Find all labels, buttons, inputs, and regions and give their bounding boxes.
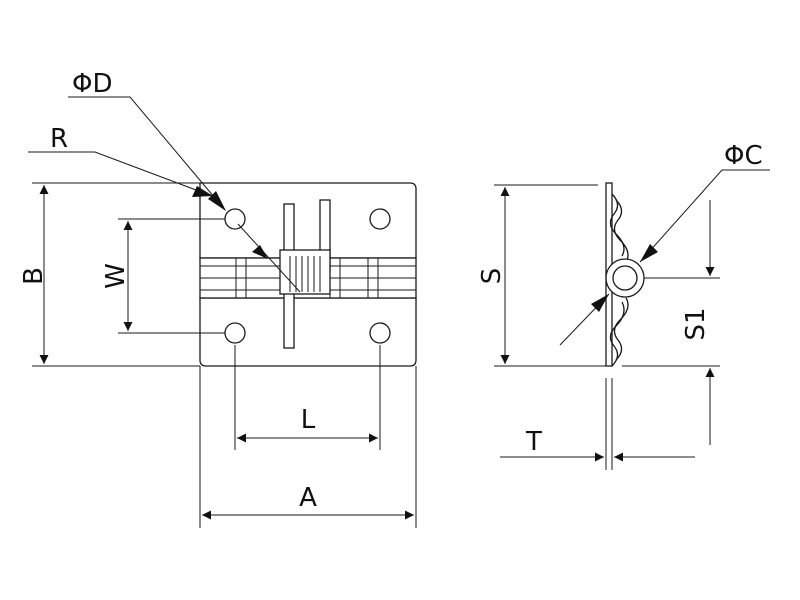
- dimension-s1: S1: [622, 200, 720, 445]
- spring-coil: [279, 249, 331, 295]
- mounting-hole: [369, 208, 391, 230]
- label-phi-c: ΦC: [724, 141, 763, 171]
- dimension-b: B: [19, 182, 200, 367]
- label-phi-d: ΦD: [72, 69, 113, 99]
- hinge-pin: [612, 265, 638, 291]
- label-a: A: [299, 483, 317, 513]
- label-t: T: [525, 427, 542, 457]
- front-view: [199, 182, 417, 367]
- side-leaf-wave: [609, 193, 625, 367]
- mounting-hole: [369, 322, 391, 344]
- label-r: R: [50, 124, 68, 154]
- dimension-s: S: [477, 184, 606, 367]
- label-b: B: [19, 267, 49, 285]
- label-l: L: [301, 405, 316, 435]
- leader-r: R: [28, 124, 213, 197]
- dimension-w: W: [101, 218, 225, 334]
- leader-phi-d: ΦD: [68, 69, 226, 211]
- top-leaf: [199, 182, 417, 259]
- dimension-t: T: [500, 378, 695, 470]
- dimension-l: L: [234, 345, 381, 450]
- side-view: [605, 182, 645, 367]
- label-s1: S1: [681, 307, 711, 340]
- leader-r-inner: [237, 223, 301, 293]
- bottom-leaf: [199, 297, 417, 367]
- dimension-a: A: [199, 366, 417, 528]
- leader-phi-c: ΦC: [559, 141, 770, 346]
- label-s: S: [477, 268, 507, 285]
- label-w: W: [101, 263, 131, 289]
